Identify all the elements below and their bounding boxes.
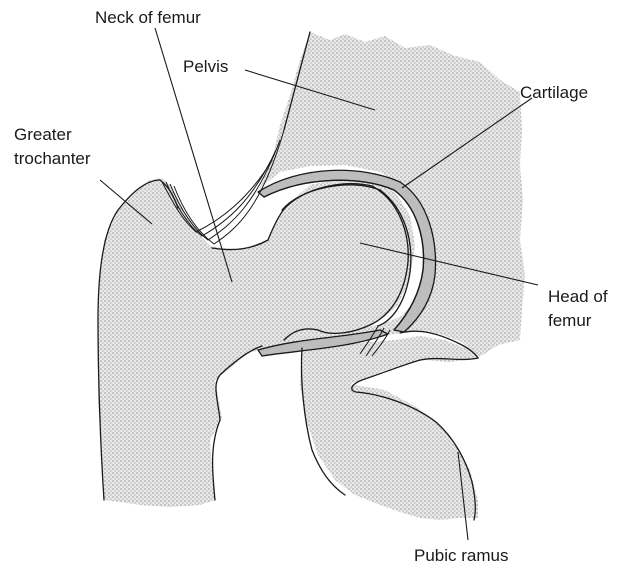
- label-greater-trochanter-line2: trochanter: [14, 149, 91, 168]
- label-pelvis: Pelvis: [183, 57, 228, 76]
- pubic-ramus-bone: [300, 336, 478, 520]
- label-cartilage: Cartilage: [520, 83, 588, 102]
- label-greater-trochanter-line1: Greater: [14, 125, 72, 144]
- label-neck-of-femur: Neck of femur: [95, 8, 201, 27]
- label-head-of-femur-line2: femur: [548, 311, 592, 330]
- label-head-of-femur-line1: Head of: [548, 287, 608, 306]
- label-pubic-ramus: Pubic ramus: [414, 546, 508, 565]
